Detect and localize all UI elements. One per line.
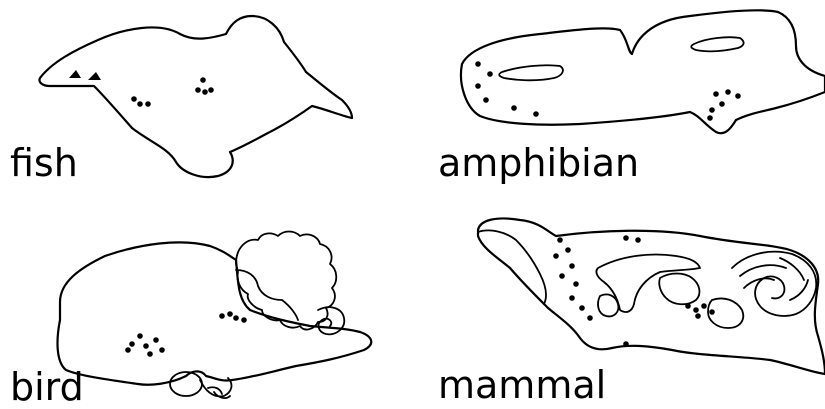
mammal-dot xyxy=(695,313,701,319)
mammal-dot xyxy=(557,237,563,243)
bird-dot xyxy=(227,311,233,317)
bird-dot xyxy=(233,315,239,321)
mammal-dot xyxy=(623,235,629,241)
fish-dot xyxy=(200,77,206,83)
bird-dot xyxy=(159,347,165,353)
amphibian-dot xyxy=(475,83,481,89)
bird-dot xyxy=(125,347,131,353)
bird-brain-outline xyxy=(58,242,372,384)
fish-label: fish xyxy=(10,144,78,182)
fish-dot xyxy=(145,101,151,107)
bird-cerebellum xyxy=(236,232,336,330)
amphibian-dot xyxy=(487,71,493,77)
fish-dot xyxy=(137,101,143,107)
bird-dot xyxy=(129,341,135,347)
mammal-dot xyxy=(701,303,707,309)
mammal-dot xyxy=(565,247,571,253)
bird-dot xyxy=(143,343,149,349)
mammal-label: mammal xyxy=(438,366,606,404)
amphibian-label: amphibian xyxy=(438,144,639,182)
mammal-dot xyxy=(569,295,575,301)
mammal-dot xyxy=(685,303,691,309)
mammal-cerebellum xyxy=(732,252,816,316)
mammal-dot xyxy=(579,305,585,311)
fish-brain-outline xyxy=(39,16,352,177)
mammal-dot xyxy=(623,341,629,347)
mammal-dot xyxy=(587,315,593,321)
amphibian-dot xyxy=(707,115,713,121)
amphibian-brain xyxy=(461,10,825,133)
bird-brainstem-curl xyxy=(318,307,344,334)
fish-marker-triangle-2 xyxy=(88,72,101,80)
bird-cerebellum-folia xyxy=(236,270,298,320)
amphibian-dot xyxy=(713,91,719,97)
mammal-dot xyxy=(569,263,575,269)
fish-dot xyxy=(208,87,214,93)
mammal-dot xyxy=(693,307,699,313)
amphibian-dot xyxy=(475,61,481,67)
amphibian-ventricle-2 xyxy=(691,37,743,51)
bird-dot xyxy=(153,337,159,343)
amphibian-dot xyxy=(483,97,489,103)
bird-dot xyxy=(219,313,225,319)
amphibian-dot xyxy=(725,89,731,95)
mammal-dot xyxy=(553,253,559,259)
amphibian-brain-outline xyxy=(461,10,825,133)
fish-marker-triangle-1 xyxy=(69,70,81,78)
fish-brain xyxy=(39,16,352,177)
mammal-dot xyxy=(573,281,579,287)
amphibian-dot xyxy=(511,105,517,111)
amphibian-dot xyxy=(735,93,741,99)
mammal-dot xyxy=(635,237,641,243)
bird-label: bird xyxy=(10,368,84,406)
mammal-cerebellum-folia xyxy=(740,258,808,300)
amphibian-dot xyxy=(709,107,715,113)
fish-dot xyxy=(202,89,208,95)
bird-dot xyxy=(137,333,143,339)
mammal-thalamus xyxy=(659,274,699,305)
bird-dot xyxy=(147,351,153,357)
bird-brain xyxy=(58,232,372,399)
fish-dot xyxy=(195,87,201,93)
mammal-olfactory-lobe xyxy=(478,230,546,304)
amphibian-dot xyxy=(533,111,539,117)
amphibian-dot xyxy=(719,101,725,107)
fish-dot xyxy=(131,96,137,102)
mammal-ventricle xyxy=(598,294,618,316)
mammal-brain xyxy=(478,218,825,374)
mammal-brain-outline xyxy=(478,218,825,374)
mammal-dot xyxy=(559,273,565,279)
mammal-dot xyxy=(709,309,715,315)
bird-dot xyxy=(241,317,247,323)
amphibian-ventricle-1 xyxy=(499,65,563,80)
